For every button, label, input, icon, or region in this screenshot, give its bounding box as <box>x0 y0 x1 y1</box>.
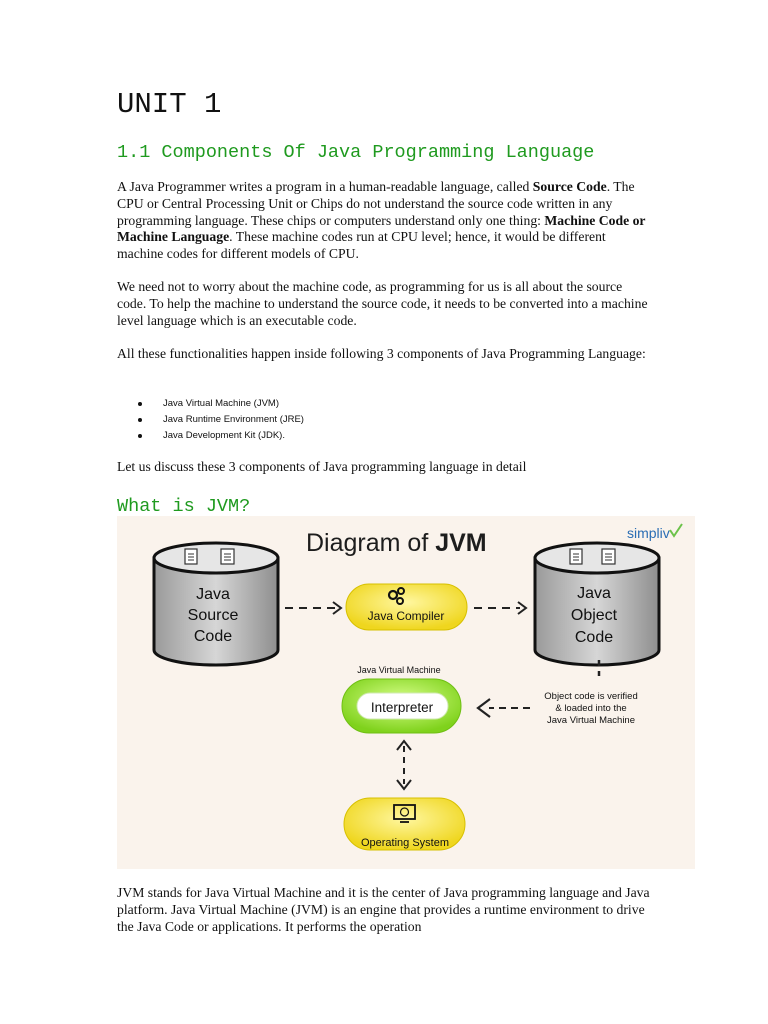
list-item: Java Runtime Environment (JRE) <box>117 412 304 428</box>
svg-text:Code: Code <box>194 628 232 645</box>
jvm-heading: What is JVM? <box>117 496 251 517</box>
object-code-drum: Java Object Code <box>533 541 661 667</box>
gears-icon <box>387 587 405 605</box>
jvm-diagram-svg: Diagram of JVM simpliv Java Source Code <box>152 523 683 851</box>
bullet-icon <box>138 434 142 438</box>
java-compiler-node: Java Compiler <box>345 583 468 631</box>
arrow-source-to-compiler <box>285 601 343 615</box>
svg-text:Operating System: Operating System <box>361 837 449 849</box>
components-list: Java Virtual Machine (JVM) Java Runtime … <box>117 396 304 444</box>
arrow-to-interpreter <box>476 698 530 718</box>
document-icon <box>184 548 198 565</box>
paragraph-jvm-description: JVM stands for Java Virtual Machine and … <box>117 885 650 934</box>
document-icon <box>569 548 583 565</box>
svg-text:Java Virtual Machine: Java Virtual Machine <box>547 715 635 726</box>
svg-text:Object: Object <box>571 607 618 624</box>
svg-text:Java: Java <box>196 586 230 603</box>
svg-text:Java Compiler: Java Compiler <box>368 609 445 623</box>
arrow-compiler-to-object <box>474 601 528 615</box>
svg-text:Interpreter: Interpreter <box>371 700 434 715</box>
list-item: Java Virtual Machine (JVM) <box>117 396 304 412</box>
list-item: Java Development Kit (JDK). <box>117 428 304 444</box>
paragraph-intro: A Java Programmer writes a program in a … <box>117 179 646 262</box>
svg-text:& loaded into the: & loaded into the <box>555 703 626 714</box>
paragraph-discuss: Let us discuss these 3 components of Jav… <box>117 459 527 474</box>
bullet-icon <box>138 418 142 422</box>
arrow-interpreter-os <box>396 739 412 791</box>
brand-check-icon <box>669 523 683 538</box>
svg-text:Source: Source <box>188 607 239 624</box>
svg-text:Java: Java <box>577 585 611 602</box>
bullet-icon <box>138 402 142 406</box>
monitor-globe-icon <box>393 804 416 823</box>
paragraph-components-intro: All these functionalities happen inside … <box>117 346 646 361</box>
paragraph-machine-code: We need not to worry about the machine c… <box>117 279 648 328</box>
unit-heading: UNIT 1 <box>117 88 222 121</box>
list-icon <box>601 548 616 565</box>
jvm-label: Java Virtual Machine <box>357 665 440 675</box>
diagram-title: Diagram of JVM <box>306 529 487 557</box>
verify-note: Object code is verified <box>544 691 637 702</box>
section-title: 1.1 Components Of Java Programming Langu… <box>117 142 595 163</box>
jvm-diagram: Diagram of JVM simpliv Java Source Code <box>117 516 695 869</box>
source-code-drum: Java Source Code <box>152 541 280 667</box>
brand-logo: simpliv <box>627 525 670 541</box>
svg-text:Code: Code <box>575 629 613 646</box>
list-icon <box>220 548 235 565</box>
operating-system-node: Operating System <box>343 797 466 851</box>
interpreter-node: Interpreter <box>341 678 462 734</box>
